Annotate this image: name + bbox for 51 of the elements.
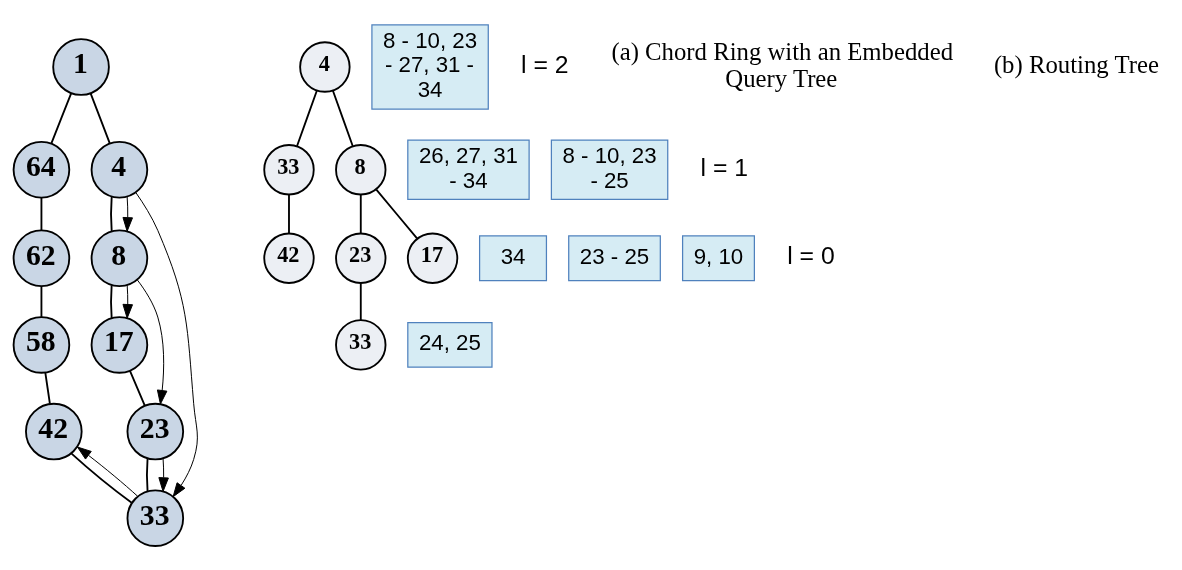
connector: [288, 193, 290, 234]
connector: [359, 193, 362, 234]
arrow: [122, 195, 133, 232]
node-box: 8 - 10, 23 - 27, 31 - 34: [371, 23, 489, 110]
node-circle: 1: [52, 37, 110, 96]
connector: [375, 188, 418, 239]
node-box: 23 - 25: [568, 234, 661, 281]
connector: [331, 89, 354, 147]
node-circle: 23: [126, 402, 185, 460]
arrow: [135, 191, 198, 497]
label: (a) Chord Ring with an Embedded Query Tree: [611, 37, 954, 92]
label: (b) Routing Tree: [993, 50, 1159, 78]
node-box: 34: [479, 234, 548, 281]
label: l = 2: [521, 50, 569, 78]
node-circle: 8: [335, 143, 387, 195]
arrow: [77, 446, 139, 497]
node-circle: 33: [126, 488, 185, 547]
node-box: 26, 27, 31 - 34: [407, 138, 530, 200]
label: l = 1: [700, 153, 749, 181]
node-circle: 4: [299, 40, 351, 93]
node-box: 8 - 10, 23 - 25: [550, 138, 669, 200]
node-circle: 33: [335, 318, 387, 371]
node-box: 9, 10: [681, 234, 755, 281]
node-circle: 17: [406, 232, 459, 284]
node-circle: 42: [25, 402, 83, 460]
connector: [359, 281, 362, 321]
connector: [296, 89, 318, 147]
connector: [110, 283, 113, 319]
node-circle: 4: [90, 140, 149, 199]
connector: [40, 196, 43, 231]
node-circle: 17: [90, 315, 149, 374]
label: l = 0: [787, 241, 835, 269]
connector: [146, 457, 149, 492]
node-circle: 62: [12, 229, 71, 287]
arrow: [136, 278, 168, 405]
node-circle: 42: [263, 232, 315, 284]
connector: [70, 452, 133, 504]
connector: [110, 195, 113, 232]
connector: [50, 92, 72, 144]
connector: [44, 371, 51, 404]
connector: [89, 92, 111, 144]
arrow: [122, 284, 133, 319]
node-circle: 33: [263, 143, 315, 195]
connector: [40, 284, 43, 318]
arrow: [158, 457, 169, 492]
connector: [129, 369, 146, 406]
node-circle: 58: [12, 315, 71, 374]
node-circle: 8: [90, 229, 149, 287]
node-circle: 23: [335, 232, 387, 284]
node-circle: 64: [12, 140, 71, 199]
node-box: 24, 25: [407, 321, 493, 368]
